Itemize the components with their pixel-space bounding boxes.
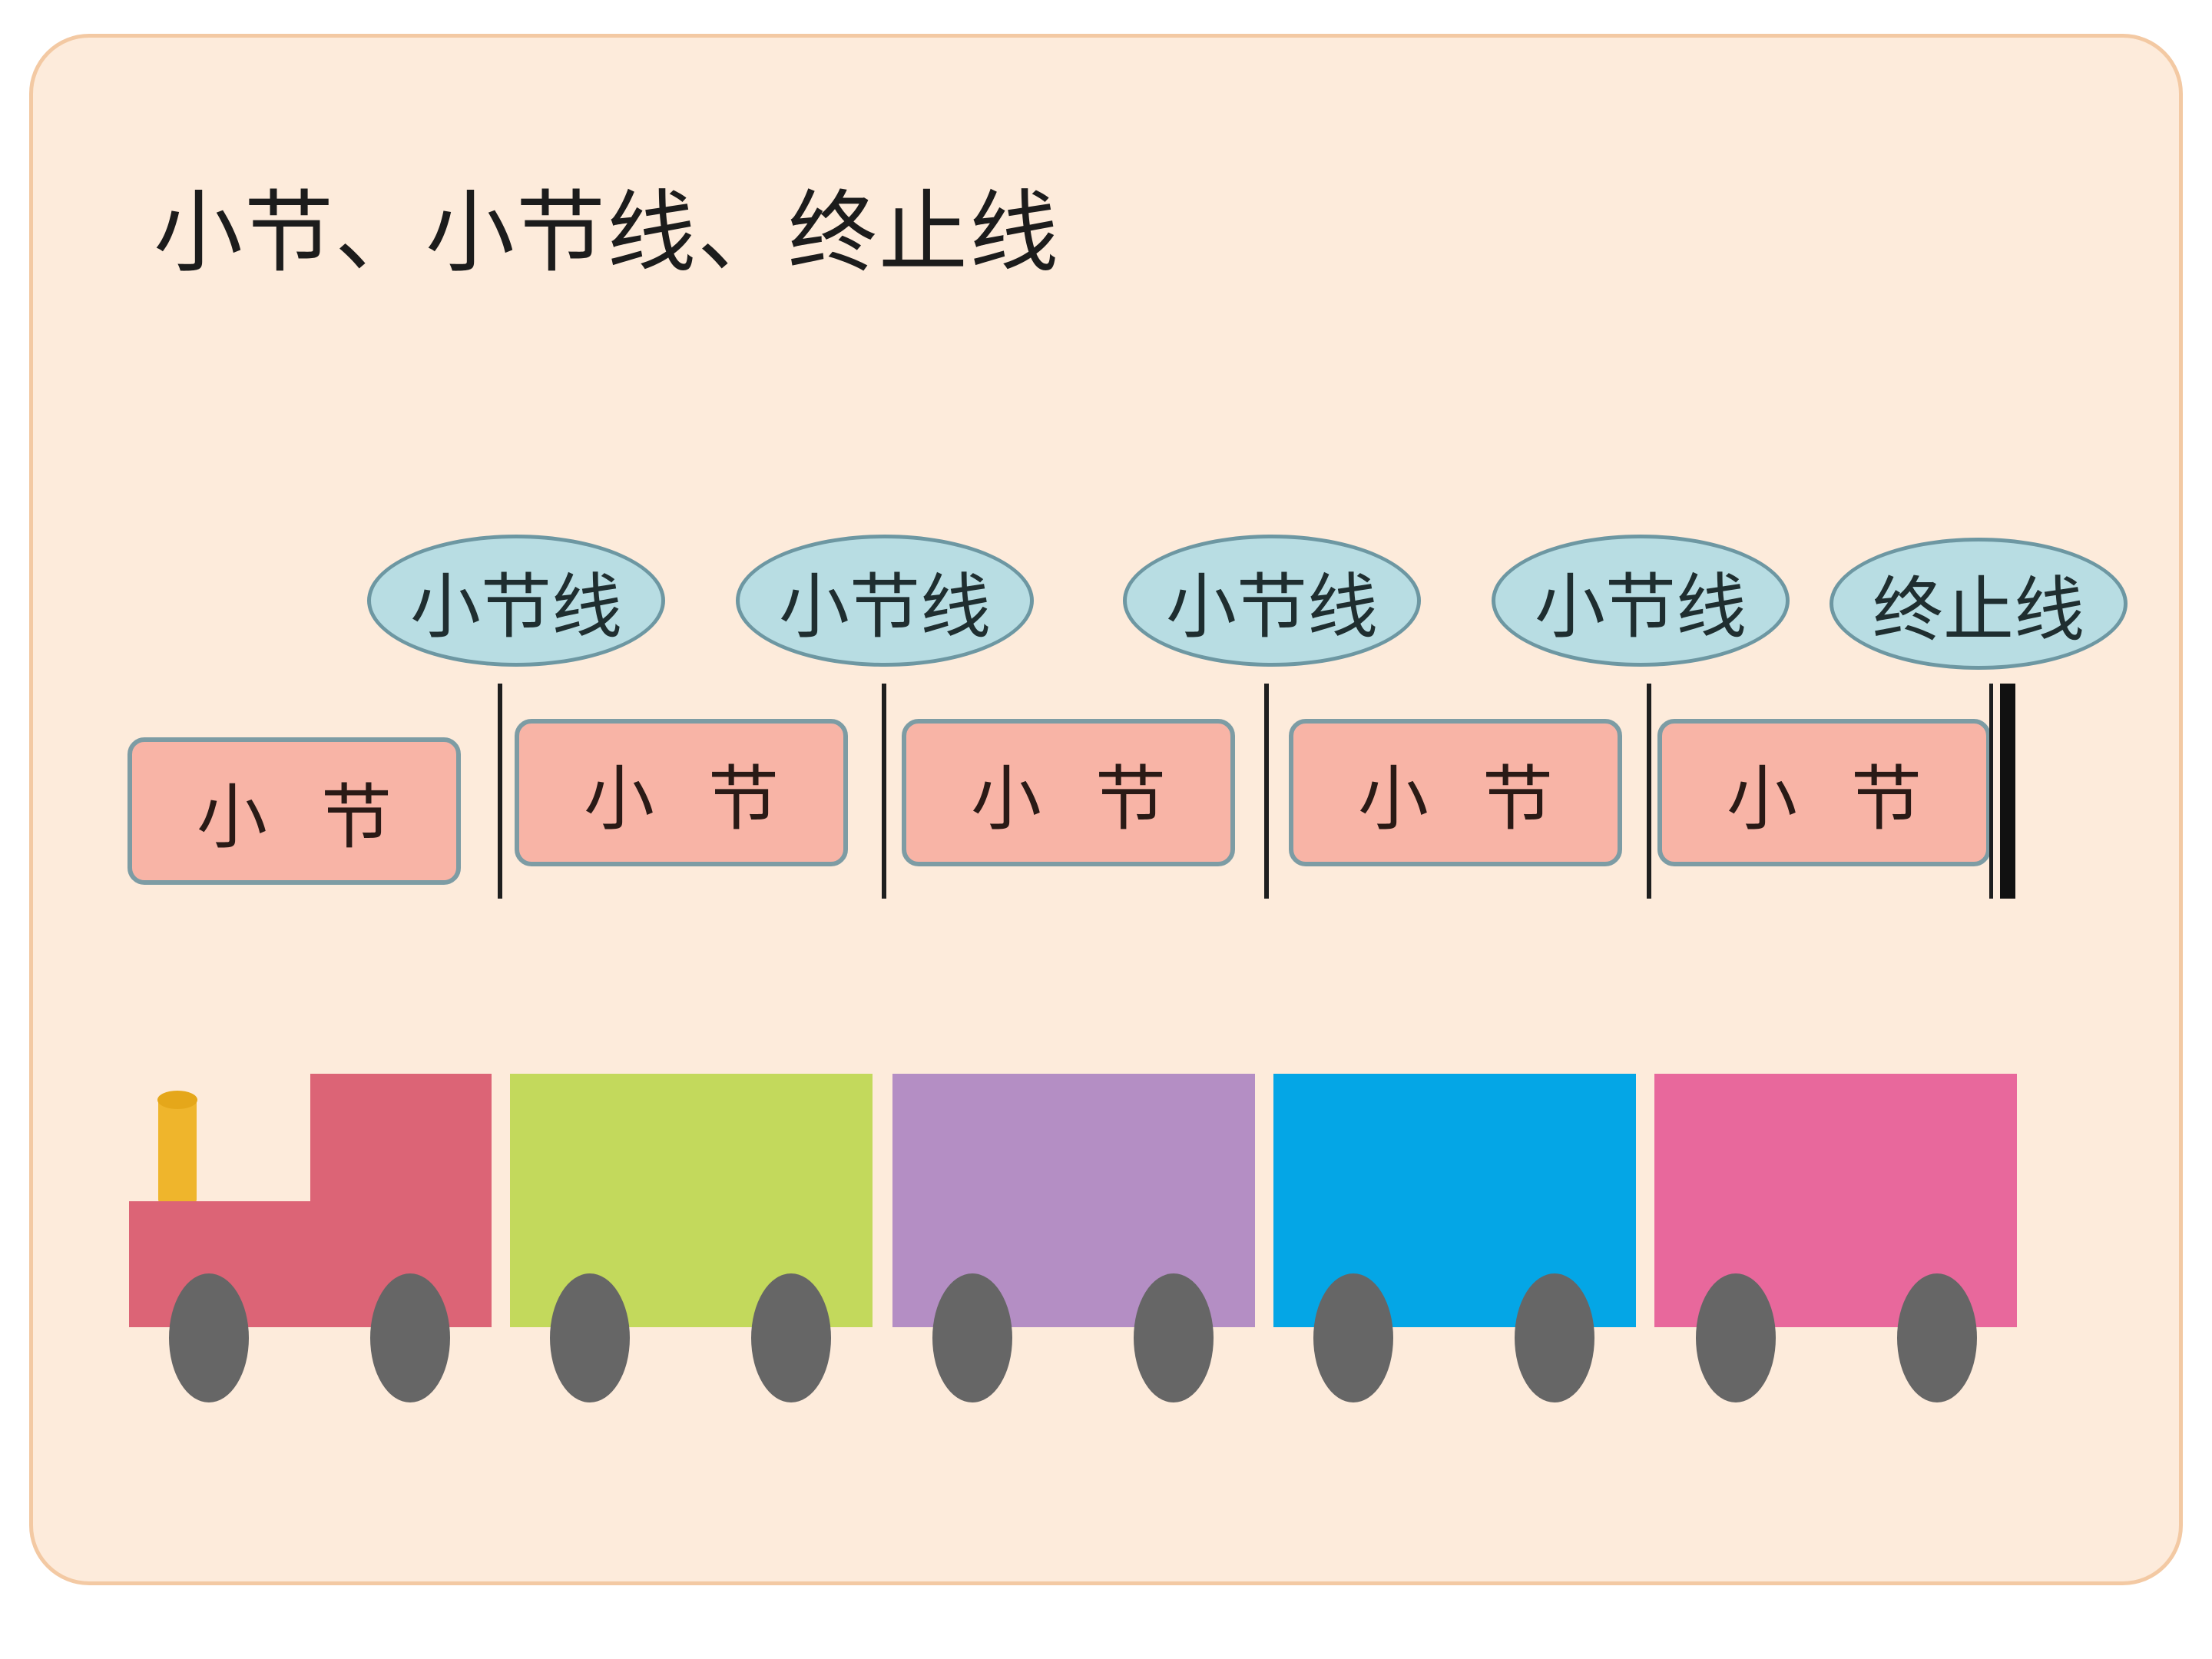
barline-label-3: 小节线 [1123,535,1421,667]
barline-label-4: 小节线 [1492,535,1790,667]
barline-label-2: 小节线 [736,535,1034,667]
barline-4 [1647,684,1651,899]
measure-char-1: 小 [583,757,654,840]
barline-1 [498,684,502,899]
measure-char-2: 节 [1095,757,1167,840]
measure-char-1: 小 [1726,757,1797,840]
measure-char-1: 小 [1357,757,1429,840]
wheel [370,1273,450,1402]
barline-label-1: 小节线 [367,535,665,667]
measure-char-2: 节 [708,757,780,840]
measure-box-2: 小节 [515,719,848,866]
barline-2 [882,684,886,899]
measure-box-3: 小节 [902,719,1235,866]
final-barline-label: 终止线 [1830,538,2128,670]
wheel [751,1273,831,1402]
measure-char-2: 节 [321,776,392,859]
measure-box-5: 小节 [1657,719,1991,866]
measure-char-2: 节 [1851,757,1922,840]
measure-box-1: 小节 [127,737,461,885]
measure-box-4: 小节 [1289,719,1622,866]
wheel [1696,1273,1776,1402]
wheel [550,1273,630,1402]
engine-chimney [158,1098,197,1203]
barline-3 [1264,684,1269,899]
measure-char-1: 小 [970,757,1041,840]
wheel [932,1273,1012,1402]
engine-chimney-top [157,1091,197,1109]
final-barline-thick [2000,684,2015,899]
final-barline-thin [1989,684,1993,899]
wheel [169,1273,249,1402]
measure-char-1: 小 [196,776,267,859]
wheel [1515,1273,1594,1402]
wheel [1897,1273,1977,1402]
page-title: 小节、小节线、终止线 [154,181,1060,285]
measure-char-2: 节 [1482,757,1554,840]
wheel [1134,1273,1214,1402]
wheel [1313,1273,1393,1402]
